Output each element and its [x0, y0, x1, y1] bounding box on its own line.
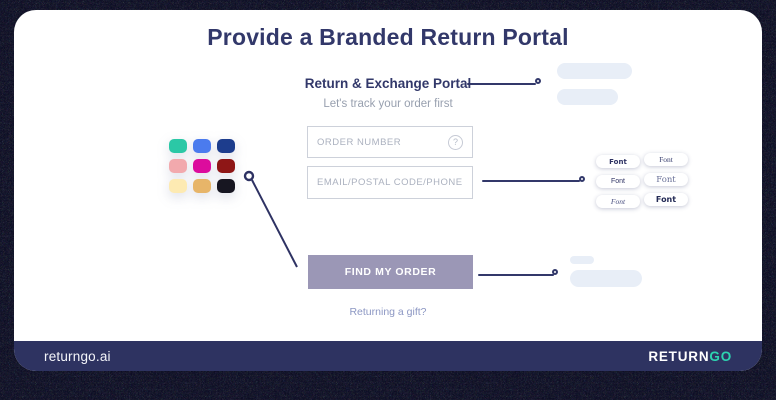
font-option-pill[interactable]: Font [644, 193, 688, 206]
font-option-pill[interactable]: Font [596, 195, 640, 208]
font-options-right-column: Font Font Font [644, 153, 688, 206]
returning-gift-link[interactable]: Returning a gift? [349, 306, 427, 318]
font-option-pill[interactable]: Font [644, 153, 688, 166]
connector-line-palette-diagonal [243, 170, 298, 268]
logo-return-text: RETURN [648, 348, 710, 364]
footer-bar: returngo.ai RETURNGO [14, 341, 762, 371]
color-swatch[interactable] [217, 159, 235, 173]
portal-mockup-card: Provide a Branded Return Portal Return &… [14, 10, 762, 371]
placeholder-bar [570, 256, 594, 264]
order-number-input[interactable] [317, 136, 448, 148]
font-options-left-column: Font Font Font [596, 155, 640, 208]
contact-field[interactable] [307, 166, 473, 199]
color-swatch[interactable] [169, 179, 187, 193]
logo-go-text: GO [709, 348, 732, 364]
page-title: Provide a Branded Return Portal [207, 24, 569, 50]
font-option-label: Font [609, 157, 627, 166]
font-option-label: Font [610, 197, 626, 206]
color-swatch[interactable] [193, 179, 211, 193]
color-swatch[interactable] [193, 139, 211, 153]
color-swatch[interactable] [217, 179, 235, 193]
font-option-pill[interactable]: Font [644, 173, 688, 186]
placeholder-bar [570, 270, 642, 287]
connector-line-heading [467, 83, 536, 85]
connector-ring-button [552, 269, 558, 275]
font-option-label: Font [610, 178, 625, 185]
find-my-order-button[interactable]: FIND MY ORDER [308, 255, 473, 289]
font-option-pill[interactable]: Font [596, 155, 640, 168]
returngo-logo: RETURNGO [648, 349, 732, 364]
help-icon[interactable]: ? [448, 134, 463, 150]
connector-line-contact-field [482, 180, 580, 182]
brand-color-palette [169, 139, 235, 193]
portal-heading: Return & Exchange Portal [304, 76, 472, 91]
color-swatch[interactable] [169, 139, 187, 153]
font-option-pill[interactable]: Font [596, 175, 640, 188]
connector-ring-heading [535, 78, 541, 84]
color-swatch[interactable] [193, 159, 211, 173]
placeholder-bar [557, 63, 632, 79]
font-option-label: Font [659, 155, 673, 164]
font-option-label: Font [656, 174, 676, 185]
portal-subheading: Let's track your order first [323, 98, 453, 110]
contact-input[interactable] [317, 177, 463, 188]
connector-line-button [478, 274, 554, 276]
color-swatch[interactable] [217, 139, 235, 153]
font-option-label: Font [655, 195, 677, 204]
placeholder-bar [557, 89, 618, 105]
color-swatch[interactable] [169, 159, 187, 173]
order-number-field[interactable]: ? [307, 126, 473, 158]
connector-ring-contact-field [579, 176, 585, 182]
footer-site-label: returngo.ai [44, 348, 111, 364]
